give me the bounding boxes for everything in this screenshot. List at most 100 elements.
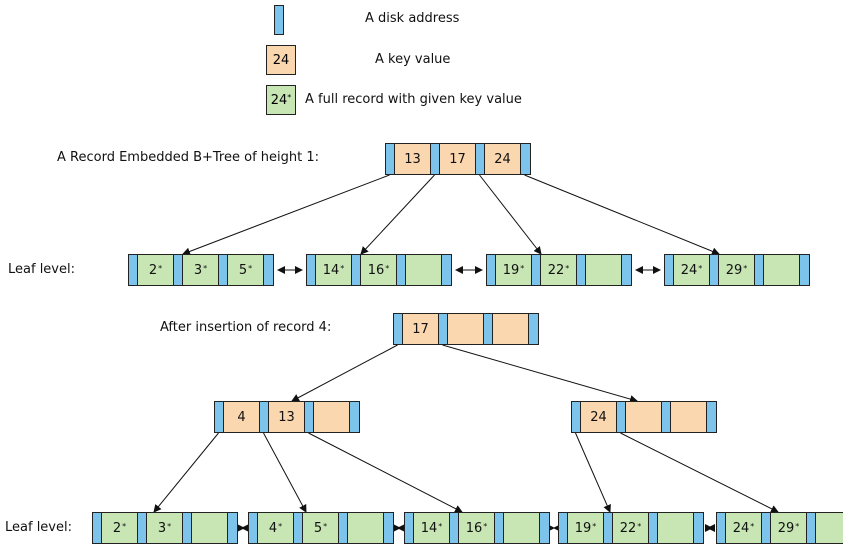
record-cell: 19* [568,513,604,543]
cell-value: 13 [278,409,295,425]
pointer-cell [755,255,764,285]
tree1-child-arrow [479,174,542,255]
pointer-cell [183,513,192,543]
tree1-root-node: 13 17 24 [385,143,531,175]
pointer-cell [394,314,403,344]
tree1-leaf-label: Leaf level: [8,262,75,277]
tree2-leaf-node: 2* 3* [92,512,238,544]
cell-value: 22 [547,262,565,278]
cell-value: 17 [412,321,429,337]
record-cell [586,255,622,285]
pointer-cell [215,402,224,432]
tree1-child-arrow [524,174,720,256]
pointer-cell [662,402,671,432]
pointer-cell [707,402,716,432]
pointer-cell [572,402,581,432]
record-cell: 14* [414,513,450,543]
pointer-cell [264,255,273,285]
pointer-cell [559,513,568,543]
pointer-cell [305,402,314,432]
cell-value: 14 [420,520,438,536]
pointer-cell [521,144,530,174]
cell-value: 2 [148,262,158,278]
pointer-cell [532,255,541,285]
pointer-cell [710,255,719,285]
pointer-cell [617,402,626,432]
pointer-cell [540,513,549,543]
pointer-cell [649,513,658,543]
pointer-cell [439,314,448,344]
record-cell: 22* [613,513,649,543]
record-cell: 5* [303,513,339,543]
pointer-cell [800,255,809,285]
tree1-child-arrow [360,174,435,255]
cell-value: 29 [725,262,743,278]
pointer-cell [174,255,183,285]
pointer-cell [717,513,726,543]
pointer-cell [350,402,359,432]
pointer-cell [405,513,414,543]
record-cell [192,513,228,543]
cell-value: 5 [313,520,323,536]
cell-value: 4 [268,520,278,536]
pointer-cell [487,255,496,285]
pointer-cell [228,513,237,543]
record-cell: 29* [771,513,807,543]
tree2-child-arrow [575,432,611,513]
cell-value: 24 [680,262,698,278]
pointer-cell [622,255,631,285]
cell-value: 19 [502,262,520,278]
tree2-internal-node: 24 [571,401,717,433]
cell-value: 13 [404,151,421,167]
record-cell [504,513,540,543]
pointer-cell [249,513,258,543]
cell-value: 19 [574,520,592,536]
legend-record-label: A full record with given key value [305,92,522,107]
record-cell: 29* [719,255,755,285]
pointer-cell [529,314,538,344]
cell-value: 4 [237,409,246,425]
record-cell [658,513,694,543]
legend-disk-address-swatch [274,5,284,35]
pointer-cell [450,513,459,543]
record-cell: 16* [361,255,397,285]
record-cell [764,255,800,285]
cell-value: 16 [367,262,385,278]
pointer-cell [577,255,586,285]
cell-value: 22 [619,520,637,536]
legend-key-label: A key value [375,52,451,67]
key-cell [448,314,484,344]
tree2-child-arrow [291,344,398,402]
tree2-leaf-node: 14*16* [404,512,550,544]
cell-value: 3 [193,262,203,278]
cell-value: 14 [322,262,340,278]
pointer-cell [604,513,613,543]
pointer-cell [93,513,102,543]
record-cell [406,255,442,285]
pointer-cell [294,513,303,543]
record-cell: 22* [541,255,577,285]
key-cell: 13 [269,402,305,432]
pointer-cell [762,513,771,543]
tree2-child-arrow [263,432,307,513]
cell-value: 24 [590,409,607,425]
key-cell: 24 [485,144,521,174]
pointer-cell [397,255,406,285]
tree2-root-node: 17 [393,313,539,345]
tree2-child-arrow [620,432,779,513]
pointer-cell [442,255,451,285]
legend-key-swatch: 24 [266,45,296,75]
key-cell: 13 [395,144,431,174]
key-cell [626,402,662,432]
record-cell: 2* [102,513,138,543]
pointer-cell [138,513,147,543]
cell-value: 3 [157,520,167,536]
record-cell: 3* [147,513,183,543]
tree1-child-arrow [182,174,390,256]
record-cell: 19* [496,255,532,285]
tree2-child-arrow [153,432,219,513]
cell-value: 17 [449,151,466,167]
pointer-cell [665,255,674,285]
